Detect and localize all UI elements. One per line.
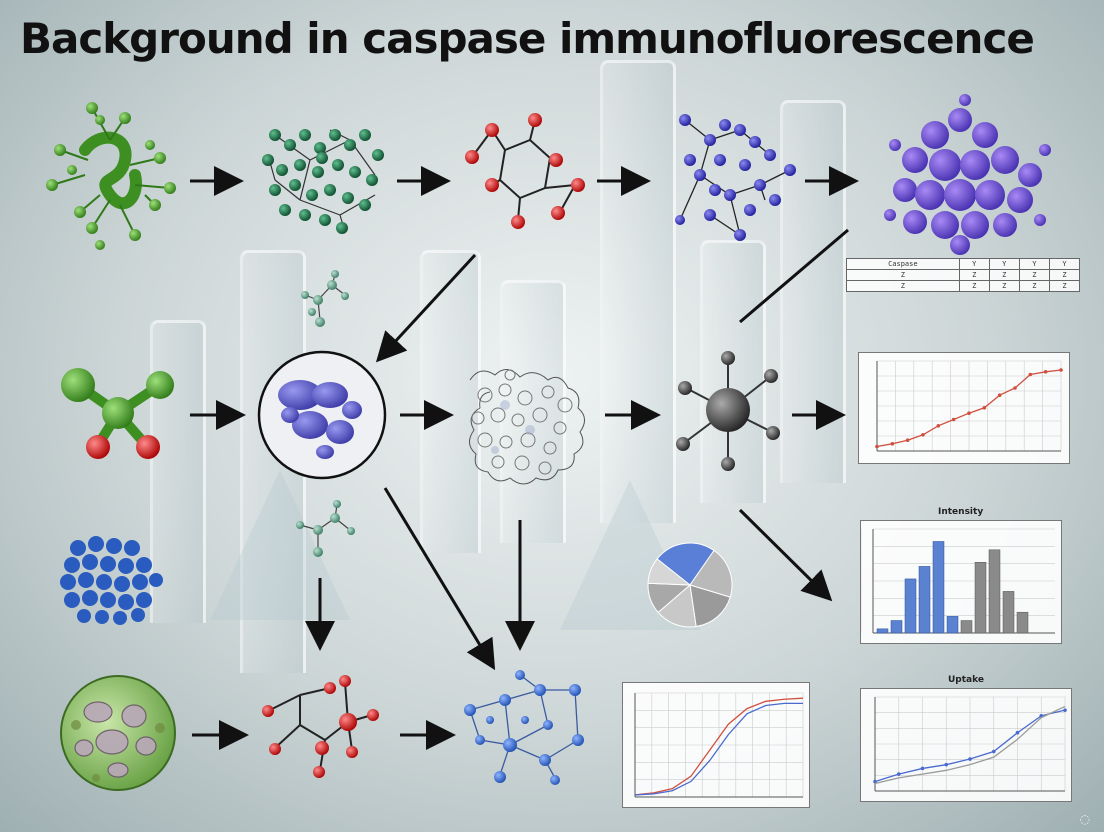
line-chart-top [858, 352, 1070, 464]
bar [1002, 591, 1015, 634]
series-line [634, 702, 803, 796]
data-point [890, 442, 895, 446]
data-point [896, 772, 901, 776]
diagonal-arrow-icon [375, 228, 849, 363]
star-complex-icon [676, 351, 780, 471]
data-point [967, 411, 971, 415]
data-point [920, 766, 925, 771]
data-point [921, 433, 925, 437]
data-point [936, 424, 941, 428]
blue-molecule-icon [675, 114, 796, 241]
data-point [905, 438, 910, 442]
data-point [1059, 368, 1063, 372]
data-point [1015, 730, 1020, 735]
page-title: Background in caspase immunofluorescence [20, 14, 1035, 63]
bar [918, 566, 931, 634]
blue-network-icon [464, 670, 584, 785]
line-chart-bottom-right [860, 688, 1072, 802]
watermark: ◌ [1079, 812, 1090, 826]
pie-slice [647, 558, 692, 586]
bar [932, 541, 945, 634]
protein-mesh-icon [469, 369, 585, 485]
data-point [1063, 708, 1067, 712]
data-point [944, 762, 949, 767]
pie-slice [689, 549, 733, 598]
data-point [1013, 386, 1017, 390]
data-point [1028, 372, 1033, 377]
data-point [951, 417, 956, 422]
green-cell-icon [60, 675, 176, 791]
bar [876, 628, 889, 634]
green-red-molecule-icon [61, 368, 174, 459]
bar [974, 562, 987, 634]
small-teal-molecule-icon [301, 270, 349, 327]
blue-granule-cluster-icon [60, 536, 163, 625]
data-point [875, 444, 879, 449]
bar [890, 620, 903, 634]
bar [946, 616, 959, 634]
data-point [997, 393, 1002, 397]
data-point [1043, 370, 1048, 374]
bar [988, 549, 1001, 634]
purple-protein-icon [884, 94, 1051, 255]
data-point [968, 757, 972, 761]
line-chart-bottom-middle [622, 682, 810, 808]
dark-green-molecule-icon [262, 129, 384, 234]
data-point [982, 406, 987, 410]
pie-chart [647, 542, 733, 628]
series-line [874, 705, 1066, 785]
data-point [873, 779, 877, 784]
arrow-icon [305, 487, 833, 671]
bar [960, 620, 973, 634]
data-point [991, 749, 996, 754]
series-line [634, 697, 804, 796]
pie-slice [689, 584, 731, 628]
small-teal-molecule-2-icon [296, 500, 355, 557]
bar-chart-title: Intensity [938, 507, 984, 517]
bar-chart [860, 520, 1062, 644]
red-ring-molecule-icon [465, 113, 585, 229]
bar [904, 578, 917, 634]
pie-slice [656, 542, 715, 586]
line-chart-bottom-title: Uptake [948, 675, 984, 685]
cell-circle-icon [257, 350, 387, 480]
green-molecule-icon [46, 102, 176, 250]
bar [1016, 611, 1029, 634]
red-branched-molecule-icon [262, 675, 379, 778]
